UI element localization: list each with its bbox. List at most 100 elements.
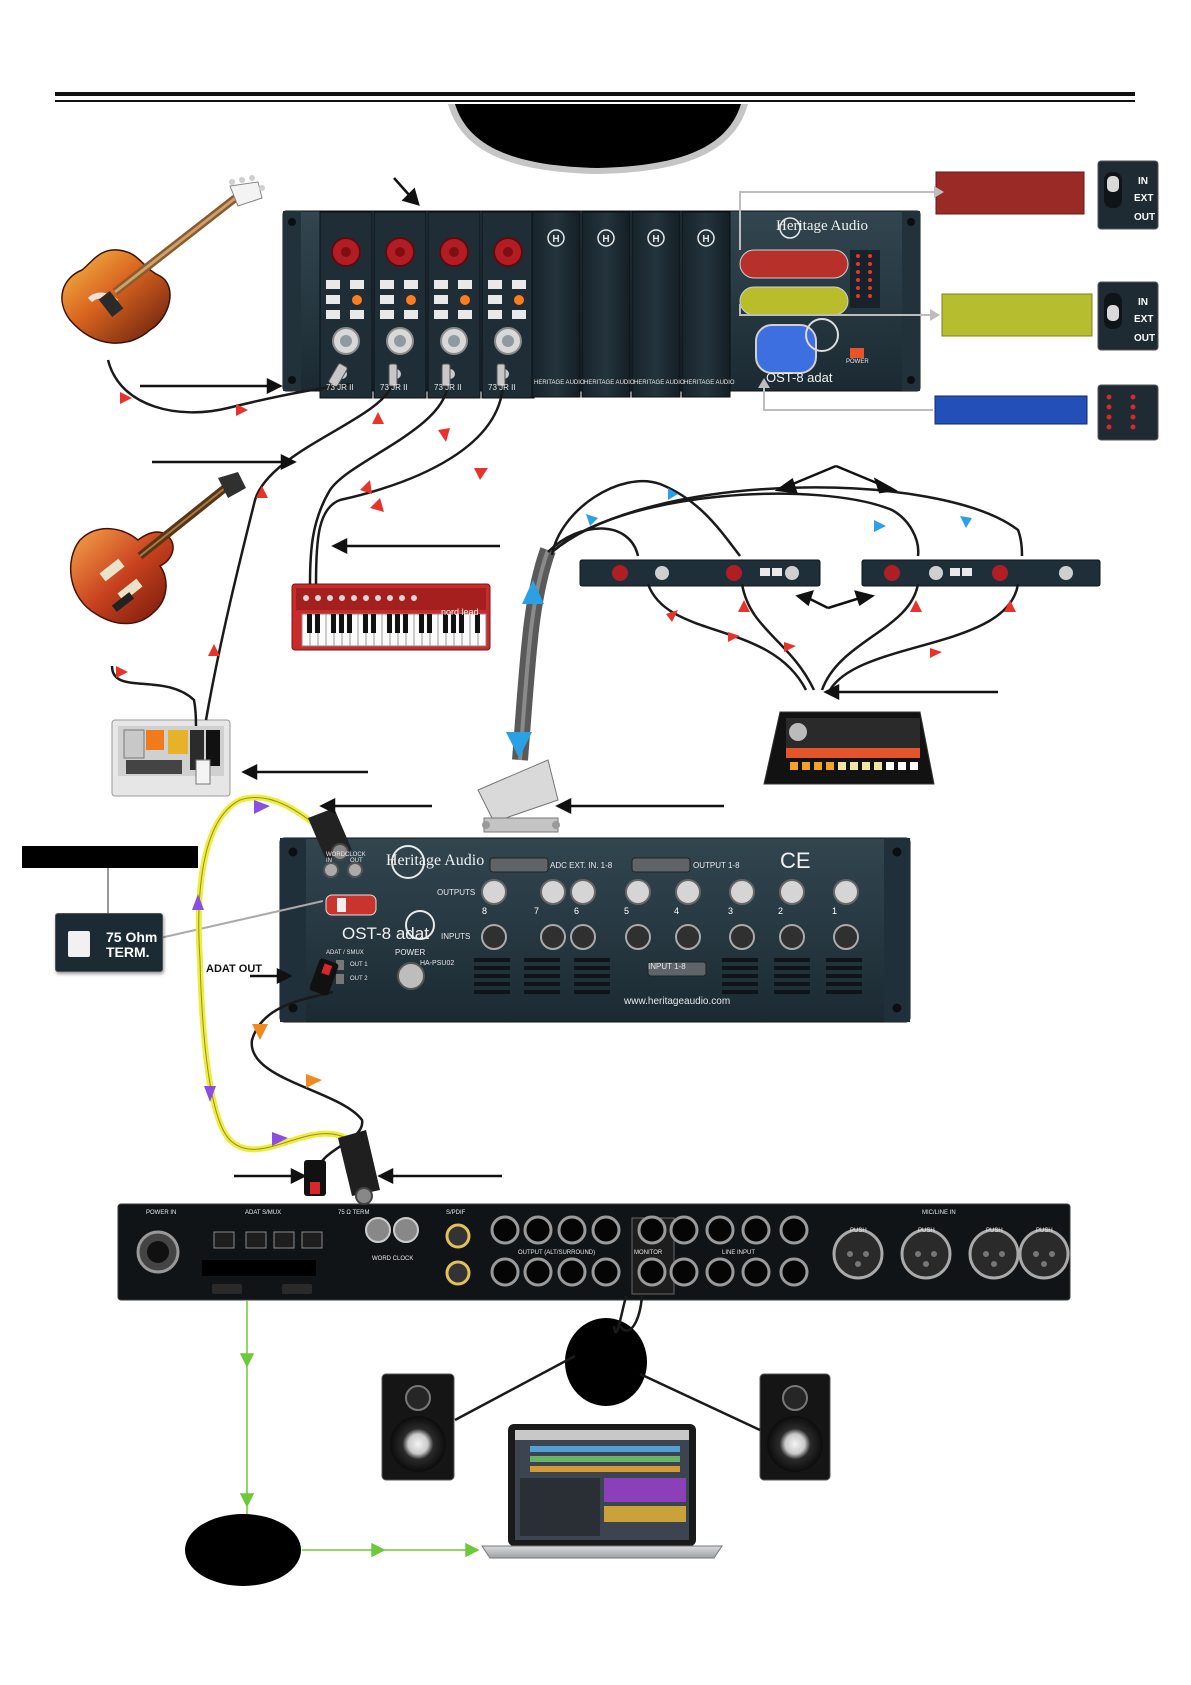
iface-power-in: POWER IN bbox=[146, 1210, 177, 1216]
module-model-label-1: 73 JR II bbox=[326, 383, 354, 392]
term-line-2: TERM. bbox=[106, 944, 150, 960]
orange-arrows bbox=[252, 1024, 322, 1088]
power-label: POWER bbox=[846, 359, 869, 365]
blank-panels: H H H H bbox=[531, 211, 731, 398]
ost8-adc-ext: ADC EXT. IN. 1-8 bbox=[550, 861, 613, 870]
ost8-adat-smux: ADAT / SMUX bbox=[326, 950, 364, 956]
rack-brand-label: Heritage Audio bbox=[776, 218, 869, 234]
db25-connector bbox=[477, 759, 560, 833]
iface-adat-smux: ADAT S/MUX bbox=[245, 1210, 282, 1216]
adat-out-label: ADAT OUT bbox=[206, 963, 263, 975]
ost8-out1: OUT 1 bbox=[350, 962, 368, 968]
ost8-ch5: 5 bbox=[624, 906, 630, 916]
svg-text:H: H bbox=[552, 234, 559, 245]
interface-mic-inputs bbox=[832, 1228, 1070, 1280]
blue-arrows bbox=[506, 488, 972, 758]
blank-panel-label-4: HERITAGE AUDIO bbox=[684, 380, 735, 386]
status-led-box bbox=[1097, 384, 1159, 441]
bnc-plug-top bbox=[308, 808, 352, 861]
synth-label: nord lead bbox=[441, 607, 479, 617]
ce-mark: CE bbox=[780, 848, 811, 873]
iface-wordclock: WORD CLOCK bbox=[372, 1256, 414, 1262]
bnc-plug-bottom bbox=[338, 1130, 380, 1205]
switch-middle-out: OUT bbox=[1134, 333, 1156, 344]
ost8-front bbox=[739, 217, 880, 374]
optical-plug bbox=[304, 1160, 326, 1196]
electric-guitar-icon bbox=[69, 472, 246, 625]
svg-text:H: H bbox=[652, 234, 659, 245]
bass-guitar-icon bbox=[61, 175, 265, 344]
switch-top-in: IN bbox=[1138, 176, 1148, 187]
preamp-1u-left bbox=[579, 559, 821, 587]
switch-middle-in: IN bbox=[1138, 297, 1148, 308]
ost8-wordclock-label: WORDCLOCK bbox=[326, 852, 366, 858]
blank-panel-label-3: HERITAGE AUDIO bbox=[634, 380, 685, 386]
term-switch-text: 75 Ohm TERM. bbox=[106, 930, 157, 960]
switch-top-ext: EXT bbox=[1134, 193, 1154, 204]
header-rule bbox=[55, 92, 1135, 102]
drum-machine-icon bbox=[763, 711, 935, 785]
switch-box-top bbox=[1097, 160, 1159, 230]
ost8-ch8: 8 bbox=[482, 906, 488, 916]
monitor-controller-oval bbox=[565, 1318, 647, 1406]
preamp-1u-right bbox=[861, 559, 1101, 587]
iface-push-2: PUSH bbox=[918, 1228, 935, 1234]
ost8-rear-model: OST-8 adat bbox=[342, 924, 429, 943]
ost8-front-label: OST-8 adat bbox=[766, 370, 833, 385]
ost8-outputs-label: OUTPUTS bbox=[437, 888, 476, 897]
iface-mic-line-in: MIC/LINE IN bbox=[922, 1210, 956, 1216]
laptop-icon bbox=[481, 1424, 723, 1559]
optical-plug-top bbox=[309, 958, 339, 996]
ost8-rear-vents bbox=[474, 958, 862, 994]
iface-push-3: PUSH bbox=[986, 1228, 1003, 1234]
preamp-modules bbox=[319, 211, 535, 399]
switch-middle-ext: EXT bbox=[1134, 314, 1154, 325]
switch-top-out: OUT bbox=[1134, 212, 1156, 223]
ost8-wordclock-out: OUT bbox=[350, 858, 363, 864]
ost8-psu-label: HA-PSU02 bbox=[420, 960, 455, 967]
ost8-ch1: 1 bbox=[832, 906, 838, 916]
ost8-ch6: 6 bbox=[574, 906, 580, 916]
header-dome bbox=[448, 104, 748, 174]
pedalboard-icon bbox=[111, 719, 231, 797]
ost8-url: www.heritageaudio.com bbox=[624, 996, 731, 1007]
ost8-ch3: 3 bbox=[728, 906, 734, 916]
term-line-1: 75 Ohm bbox=[106, 929, 158, 945]
green-arrows bbox=[239, 1300, 480, 1558]
interface-jacks bbox=[490, 1215, 809, 1287]
module-model-label-4: 73 JR II bbox=[488, 383, 516, 392]
term-callout bbox=[22, 846, 324, 939]
svg-text:H: H bbox=[702, 234, 709, 245]
iface-term: 75 Ω TERM bbox=[338, 1210, 370, 1216]
blank-panel-label-2: HERITAGE AUDIO bbox=[584, 380, 635, 386]
ost8-wordclock-in: IN bbox=[326, 858, 332, 864]
ost8-input-18: INPUT 1-8 bbox=[648, 962, 686, 971]
svg-text:H: H bbox=[602, 234, 609, 245]
ost8-rear-brand: Heritage Audio bbox=[386, 852, 485, 869]
status-panels bbox=[739, 171, 1093, 425]
computer-oval bbox=[185, 1514, 301, 1586]
blank-panel-label-1: HERITAGE AUDIO bbox=[534, 380, 585, 386]
purple-arrows bbox=[192, 800, 288, 1146]
iface-output-alt: OUTPUT (ALT/SURROUND) bbox=[518, 1250, 596, 1256]
term-switch-box: 75 Ohm TERM. bbox=[55, 913, 163, 972]
ost8-inputs-label: INPUTS bbox=[441, 932, 471, 941]
synth-keyboard-icon bbox=[291, 583, 491, 651]
iface-push-4: PUSH bbox=[1036, 1228, 1053, 1234]
iface-monitor: MONITOR bbox=[634, 1250, 663, 1256]
iface-push-1: PUSH bbox=[850, 1228, 867, 1234]
snake-cable-highlight bbox=[518, 549, 550, 761]
ost8-rear-xlr-inputs bbox=[481, 924, 859, 950]
red-arrows bbox=[116, 392, 1016, 678]
ost8-power-label: POWER bbox=[395, 948, 426, 957]
module-model-label-2: 73 JR II bbox=[380, 383, 408, 392]
ost8-output-18: OUTPUT 1-8 bbox=[693, 861, 740, 870]
black-arrows bbox=[140, 177, 998, 1185]
cables bbox=[106, 359, 1024, 1432]
speaker-right-icon bbox=[759, 1373, 831, 1481]
ost8-rear-xlr-outputs bbox=[481, 879, 859, 905]
audio-interface-rear bbox=[117, 1203, 1071, 1301]
iface-line-input: LINE INPUT bbox=[722, 1250, 756, 1256]
